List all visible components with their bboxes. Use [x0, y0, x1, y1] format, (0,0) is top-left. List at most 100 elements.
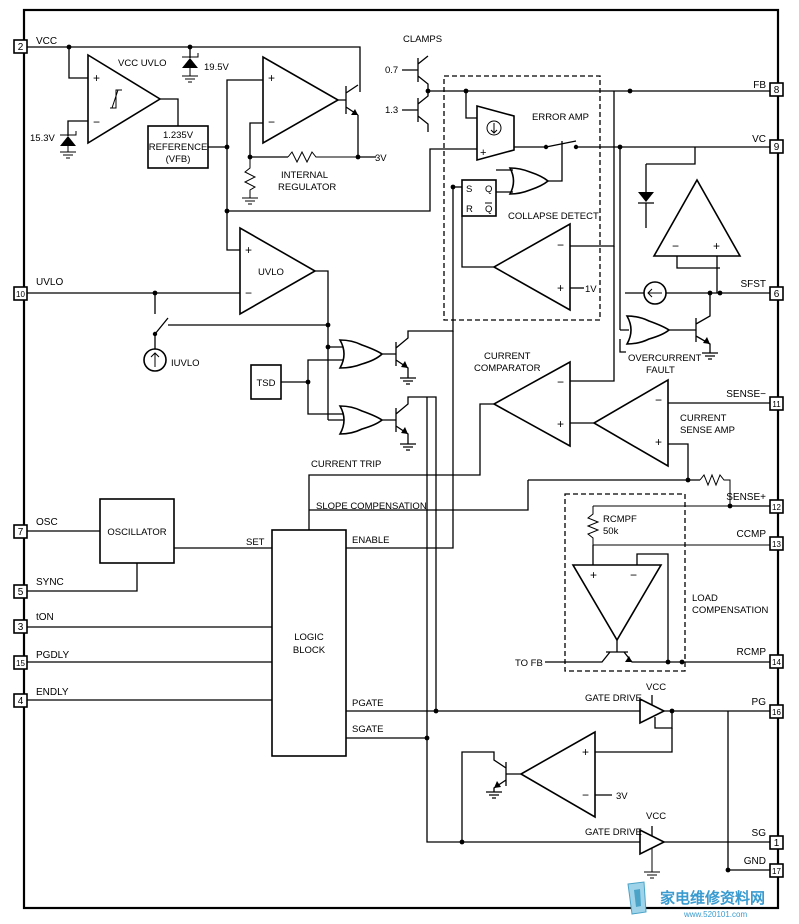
svg-text:15.3V: 15.3V — [30, 133, 55, 144]
svg-text:VCC: VCC — [36, 36, 57, 47]
svg-text:3: 3 — [18, 622, 24, 633]
pin-uvlo: 10 UVLO — [13, 277, 63, 301]
svg-text:0.7: 0.7 — [385, 65, 398, 76]
svg-text:Q: Q — [485, 204, 492, 215]
pin-rcmp: 14 RCMP — [737, 647, 784, 669]
svg-text:ERROR AMP: ERROR AMP — [532, 112, 589, 123]
svg-text:5: 5 — [18, 587, 24, 598]
softstart-amp: − + — [652, 178, 742, 257]
pin-ccmp: 13 CCMP — [737, 529, 784, 551]
vc-diode — [638, 147, 696, 228]
svg-text:OSC: OSC — [36, 517, 58, 528]
pgate-label: PGATE — [352, 698, 384, 709]
svg-text:−: − — [630, 568, 637, 582]
svg-text:10: 10 — [16, 290, 25, 299]
svg-text:17: 17 — [772, 867, 781, 876]
clamp-transistor-13: 1.3 — [385, 91, 429, 132]
svg-text:14: 14 — [772, 658, 781, 667]
load-compensation-region — [564, 493, 686, 672]
vcc-uvlo-comparator: + − VCC UVLO — [87, 53, 167, 145]
svg-text:www.520101.com: www.520101.com — [683, 910, 747, 919]
watermark-logo: 家电维修资料网 www.520101.com — [627, 881, 765, 919]
svg-text:Q: Q — [485, 184, 492, 195]
current-trip-label: CURRENT TRIP — [311, 459, 381, 470]
svg-text:REGULATOR: REGULATOR — [278, 182, 336, 193]
svg-text:+: + — [557, 281, 564, 295]
or-gate-upper — [338, 339, 384, 369]
svg-text:−: − — [245, 286, 252, 300]
logic-block: LOGIC BLOCK — [271, 529, 347, 757]
svg-text:+: + — [557, 417, 564, 431]
svg-text:+: + — [93, 71, 100, 85]
svg-text:OSCILLATOR: OSCILLATOR — [107, 527, 166, 538]
collapse-detect-gate — [496, 167, 550, 195]
svg-text:13: 13 — [772, 540, 781, 549]
svg-text:−: − — [268, 115, 275, 129]
svg-text:CCMP: CCMP — [737, 529, 767, 540]
sr-latch: S R Q Q — [461, 179, 497, 217]
svg-text:UVLO: UVLO — [36, 277, 63, 288]
v3-bottom-label: 3V — [616, 791, 628, 802]
chip-outline — [22, 8, 780, 910]
svg-text:GND: GND — [744, 856, 766, 867]
svg-text:REFERENCE: REFERENCE — [149, 142, 208, 153]
svg-text:−: − — [557, 375, 564, 389]
svg-text:GATE DRIVE: GATE DRIVE — [585, 693, 642, 704]
svg-text:FB: FB — [753, 80, 766, 91]
to-fb-label: TO FB — [515, 658, 543, 669]
svg-text:R: R — [466, 204, 473, 215]
svg-text:7: 7 — [18, 527, 24, 538]
svg-text:BLOCK: BLOCK — [293, 645, 326, 656]
pin-endly: 4 ENDLY — [13, 687, 69, 708]
enable-label: ENABLE — [352, 535, 390, 546]
svg-text:4: 4 — [18, 696, 24, 707]
svg-text:COMPARATOR: COMPARATOR — [474, 363, 541, 374]
sg-amp: + − — [519, 730, 596, 819]
uvlo-comparator: + − UVLO — [239, 226, 317, 316]
slope-compensation-label: SLOPE COMPENSATION — [316, 501, 427, 512]
svg-text:VCC UVLO: VCC UVLO — [118, 58, 167, 69]
svg-text:+: + — [655, 435, 662, 449]
svg-text:−: − — [93, 115, 100, 129]
svg-text:VCC: VCC — [646, 682, 666, 693]
pin-sense-minus: 11 SENSE− — [726, 389, 784, 411]
svg-text:VC: VC — [752, 134, 766, 145]
svg-text:16: 16 — [772, 708, 781, 717]
svg-text:50k: 50k — [603, 526, 619, 537]
svg-text:(VFB): (VFB) — [166, 154, 191, 165]
pin-gnd: 17 GND — [744, 856, 784, 878]
svg-text:RCMPF: RCMPF — [603, 514, 637, 525]
clamps-label: CLAMPS — [403, 34, 442, 45]
softstart-current-source — [643, 281, 667, 305]
error-amp: + ERROR AMP — [476, 104, 589, 162]
svg-text:1: 1 — [774, 838, 780, 849]
svg-text:CURRENT: CURRENT — [680, 413, 727, 424]
pg-gate-driver: GATE DRIVE VCC — [585, 682, 666, 725]
svg-text:1.235V: 1.235V — [163, 130, 194, 141]
rcmpf-resistor: RCMPF 50k — [586, 505, 770, 546]
zener-15v3: 15.3V — [30, 131, 77, 159]
svg-text:SENSE AMP: SENSE AMP — [680, 425, 735, 436]
svg-text:−: − — [557, 238, 564, 252]
current-comparator: − + CURRENT COMPARATOR — [474, 351, 571, 448]
svg-text:−: − — [582, 788, 589, 802]
svg-text:家电维修资料网: 家电维修资料网 — [660, 889, 765, 907]
svg-text:2: 2 — [18, 42, 24, 53]
overcurrent-fault-label: OVERCURRENT — [628, 353, 702, 364]
svg-text:SENSE−: SENSE− — [726, 389, 766, 400]
svg-text:15: 15 — [16, 659, 25, 668]
pin-ton: 3 tON — [13, 612, 54, 634]
clamp-transistor-07: 0.7 — [385, 55, 429, 91]
zener-19v5: 19.5V — [182, 47, 229, 83]
svg-text:GATE DRIVE: GATE DRIVE — [585, 827, 642, 838]
svg-text:+: + — [582, 745, 589, 759]
load-comp-transistor — [545, 640, 770, 663]
svg-text:−: − — [672, 239, 679, 253]
svg-text:12: 12 — [772, 503, 781, 512]
pin-fb: 8 FB — [753, 80, 784, 97]
svg-text:+: + — [590, 568, 597, 582]
sg-gate-driver: GATE DRIVE VCC — [585, 811, 666, 856]
svg-text:+: + — [268, 71, 275, 85]
svg-text:SYNC: SYNC — [36, 577, 64, 588]
